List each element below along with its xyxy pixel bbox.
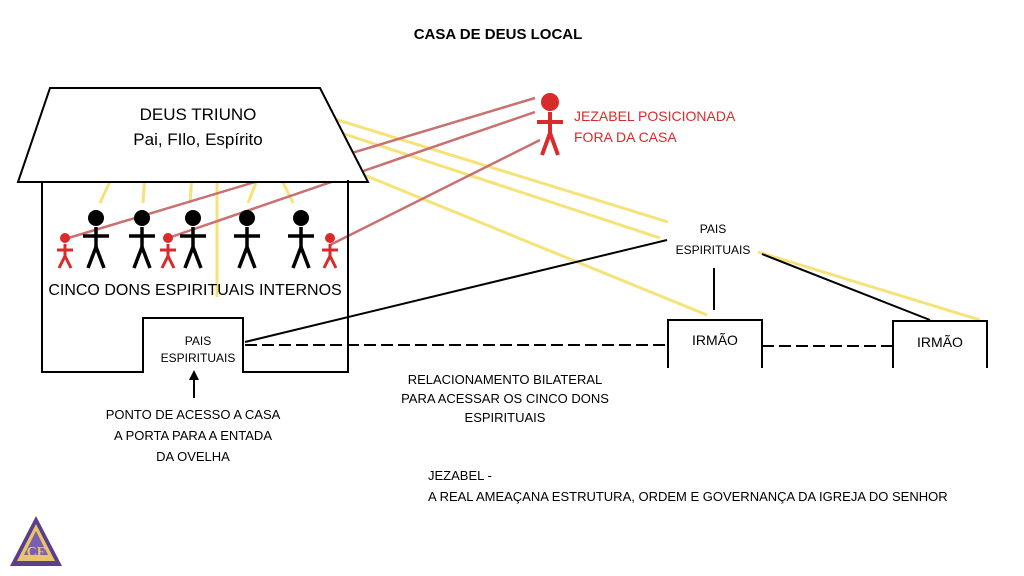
person-black-figure <box>234 210 260 269</box>
brother-label-1: IRMÃO <box>692 332 738 348</box>
logo-icon: CF <box>10 516 62 566</box>
person-black-figure <box>83 210 109 269</box>
relationship-line3: ESPIRITUAIS <box>465 410 546 425</box>
house-walls <box>41 180 349 373</box>
house-roof <box>16 87 370 183</box>
god-title: DEUS TRIUNO <box>140 105 257 124</box>
person-black-figure <box>288 210 314 269</box>
brother-label-2: IRMÃO <box>917 334 963 350</box>
up-arrow-icon <box>189 370 199 398</box>
outside-parents-line2: ESPIRITUAIS <box>676 243 751 257</box>
person-red-figure <box>160 233 176 269</box>
outside-parents-line1: PAIS <box>700 222 726 236</box>
gifts-label: CINCO DONS ESPIRITUAIS INTERNOS <box>48 282 341 299</box>
brother-box-2 <box>892 320 988 368</box>
jezebel-figure <box>537 93 563 156</box>
access-point-line3: DA OVELHA <box>156 449 230 464</box>
jezebel-label-line2: FORA DA CASA <box>574 129 677 145</box>
black-connections <box>244 239 931 343</box>
relationship-line1: RELACIONAMENTO BILATERAL <box>408 372 603 387</box>
people-group <box>57 210 338 269</box>
access-point-line2: A PORTA PARA A ENTADA <box>114 428 272 443</box>
door-label-line2: ESPIRITUAIS <box>161 351 236 365</box>
diagram-title: CASA DE DEUS LOCAL <box>414 26 583 43</box>
person-red-figure <box>57 233 73 269</box>
brother-box-1 <box>667 319 763 368</box>
jezebel-note-line1: JEZABEL - <box>428 468 492 483</box>
access-point-line1: PONTO DE ACESSO A CASA <box>106 407 281 422</box>
person-black-figure <box>180 210 206 269</box>
door-label-line1: PAIS <box>185 334 211 348</box>
person-red-figure <box>322 233 338 269</box>
house <box>16 87 370 373</box>
jezebel-label-line1: JEZABEL POSICIONADA <box>574 108 736 124</box>
god-subtitle: Pai, FIlo, Espírito <box>133 130 262 149</box>
logo-text: CF <box>27 545 46 560</box>
person-black-figure <box>129 210 155 269</box>
dashed-relationship <box>245 344 893 347</box>
jezebel-note-line2: A REAL AMEAÇANA ESTRUTURA, ORDEM E GOVER… <box>428 489 948 504</box>
relationship-line2: PARA ACESSAR OS CINCO DONS <box>401 391 609 406</box>
